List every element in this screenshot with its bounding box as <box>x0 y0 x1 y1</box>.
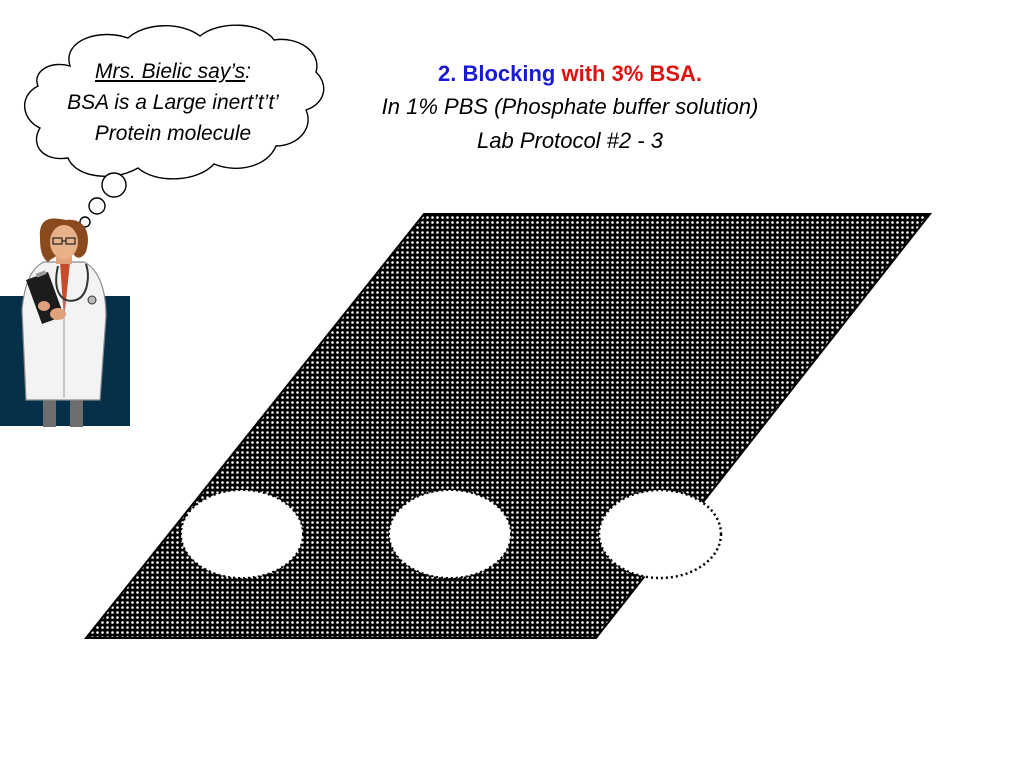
thought-cloud <box>23 24 325 180</box>
title-line-3: Lab Protocol #2 - 3 <box>477 128 663 153</box>
thought-bubble-text: Mrs. Bielic say’s: BSA is a Large inert’… <box>38 56 308 149</box>
title-number: 2. <box>437 61 457 86</box>
bubble-line-2: BSA is a Large inert’t’t’ <box>67 91 279 114</box>
title-blocking: Blocking <box>462 61 556 86</box>
thought-trail <box>79 172 127 228</box>
membrane-parallelogram <box>83 213 933 639</box>
well-3 <box>597 488 723 580</box>
title-line-2: In 1% PBS (Phosphate buffer solution) <box>381 94 759 119</box>
slide-title: 2. Blocking with 3% BSA. In 1% PBS (Phos… <box>300 58 840 158</box>
well-2 <box>388 489 512 579</box>
well-1 <box>180 489 304 579</box>
title-with-bsa: with 3% BSA. <box>561 61 703 86</box>
bubble-colon: : <box>245 60 251 83</box>
bubble-line-1: Mrs. Bielic say’s: <box>38 56 308 87</box>
title-line-1: 2. Blocking with 3% BSA. <box>300 58 840 90</box>
bubble-line-3: Protein molecule <box>94 122 252 145</box>
bubble-speaker: Mrs. Bielic say’s <box>95 60 246 83</box>
doctor-with-clipboard-icon <box>21 218 107 427</box>
